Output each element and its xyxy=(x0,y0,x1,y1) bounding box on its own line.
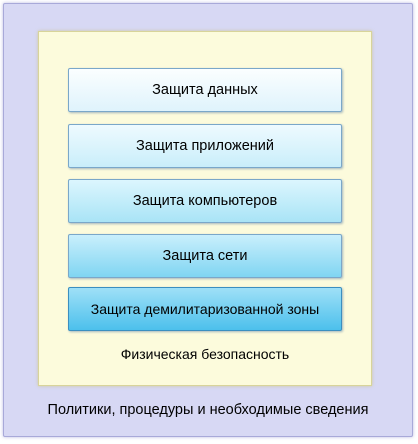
layer-label: Защита сети xyxy=(162,248,248,264)
layer-label: Защита демилитаризованной зоны xyxy=(90,301,320,317)
layer-label: Защита данных xyxy=(152,82,258,98)
layer-application-protection: Защита приложений xyxy=(68,124,342,168)
policies-label: Политики, процедуры и необходимые сведен… xyxy=(47,402,369,418)
physical-security-label: Физическая безопасность xyxy=(120,346,290,362)
layer-label: Защита компьютеров xyxy=(132,193,278,209)
layer-label: Защита приложений xyxy=(136,138,274,154)
layer-dmz-protection: Защита демилитаризованной зоны xyxy=(68,287,342,331)
layer-computer-protection: Защита компьютеров xyxy=(68,179,342,223)
layer-network-protection: Защита сети xyxy=(68,234,342,278)
layer-data-protection: Защита данных xyxy=(68,68,342,112)
